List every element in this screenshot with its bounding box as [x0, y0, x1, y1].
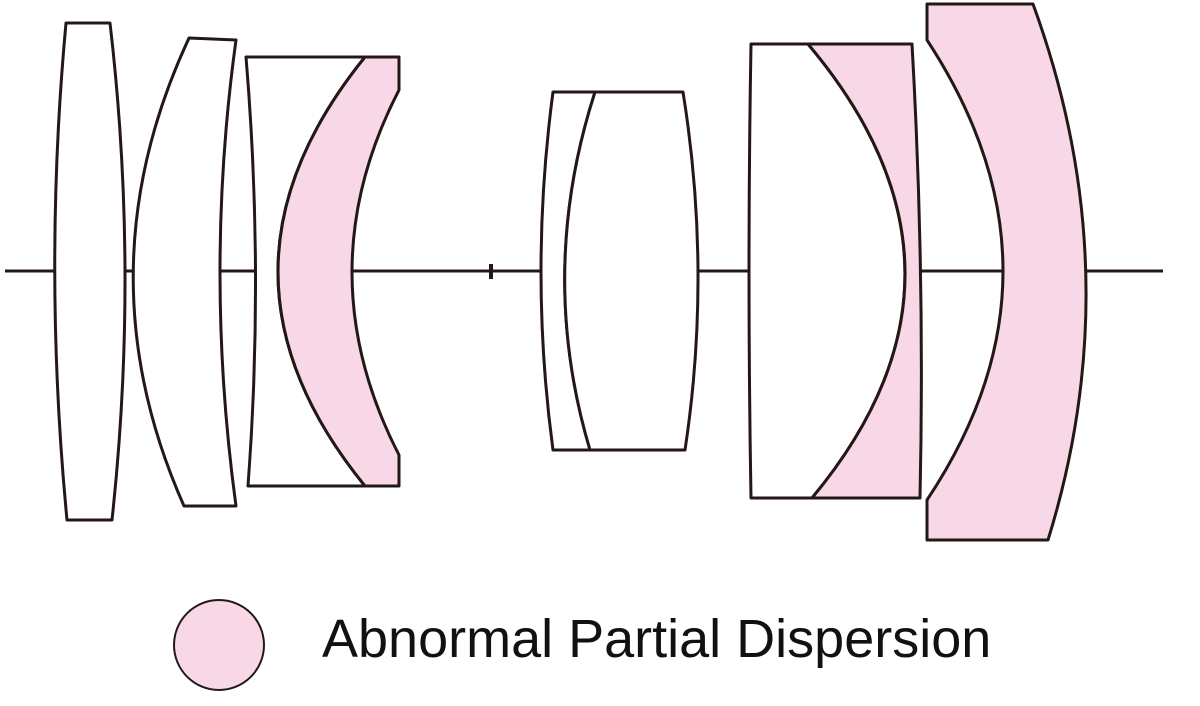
lens-element-9-apd	[925, 2, 1088, 542]
lens-element-6	[563, 90, 700, 452]
lens-element-8-apd	[806, 42, 923, 500]
lens-element-2	[131, 36, 238, 508]
legend-label: Abnormal Partial Dispersion	[322, 609, 992, 669]
lens-element-1	[53, 21, 127, 522]
lens-element-4-apd	[276, 55, 401, 488]
legend-swatch-apd	[173, 599, 265, 691]
